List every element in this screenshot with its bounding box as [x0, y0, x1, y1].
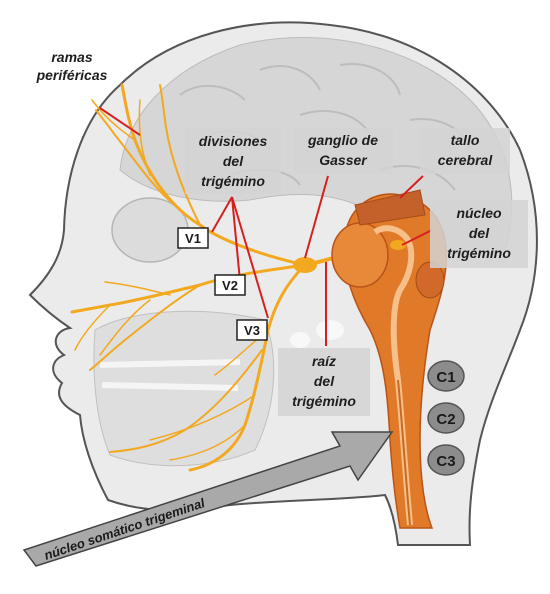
label-raiz: raíz del trigémino — [278, 348, 370, 416]
label-nucleo: núcleo del trigémino — [430, 200, 528, 268]
division-v2-label: V2 — [222, 278, 238, 293]
label-nucleo-line3: trigémino — [447, 245, 511, 261]
label-ganglio-line1: ganglio de — [307, 132, 378, 148]
cervical-badge-c3: C3 — [428, 445, 464, 475]
label-divisiones-line3: trigémino — [201, 173, 265, 189]
cervical-c1-label: C1 — [436, 369, 455, 386]
label-divisiones-line1: divisiones — [199, 133, 268, 149]
label-divisiones-line2: del — [223, 153, 244, 169]
division-box-v2: V2 — [215, 275, 245, 295]
label-ganglio: ganglio de Gasser — [293, 128, 393, 174]
division-box-v1: V1 — [178, 228, 208, 248]
label-nucleo-line1: núcleo — [456, 205, 502, 221]
label-ramas-line2: periféricas — [36, 67, 108, 83]
label-tallo-line2: cerebral — [438, 152, 494, 168]
label-tallo-line1: tallo — [451, 132, 480, 148]
label-ganglio-line2: Gasser — [319, 152, 368, 168]
label-ramas-line1: ramas — [51, 49, 92, 65]
label-raiz-line3: trigémino — [292, 393, 356, 409]
cervical-c2-label: C2 — [436, 411, 455, 428]
label-ramas-perifericas: ramas periféricas — [36, 49, 108, 83]
cervical-c3-label: C3 — [436, 453, 455, 470]
division-box-v3: V3 — [237, 320, 267, 340]
cervical-badge-c1: C1 — [428, 361, 464, 391]
label-raiz-line2: del — [314, 373, 335, 389]
label-nucleo-line2: del — [469, 225, 490, 241]
label-raiz-line1: raíz — [312, 353, 336, 369]
division-v3-label: V3 — [244, 323, 260, 338]
cervical-badge-c2: C2 — [428, 403, 464, 433]
label-tallo: tallo cerebral — [420, 128, 510, 174]
label-divisiones: divisiones del trigémino — [185, 128, 281, 194]
division-v1-label: V1 — [185, 231, 201, 246]
